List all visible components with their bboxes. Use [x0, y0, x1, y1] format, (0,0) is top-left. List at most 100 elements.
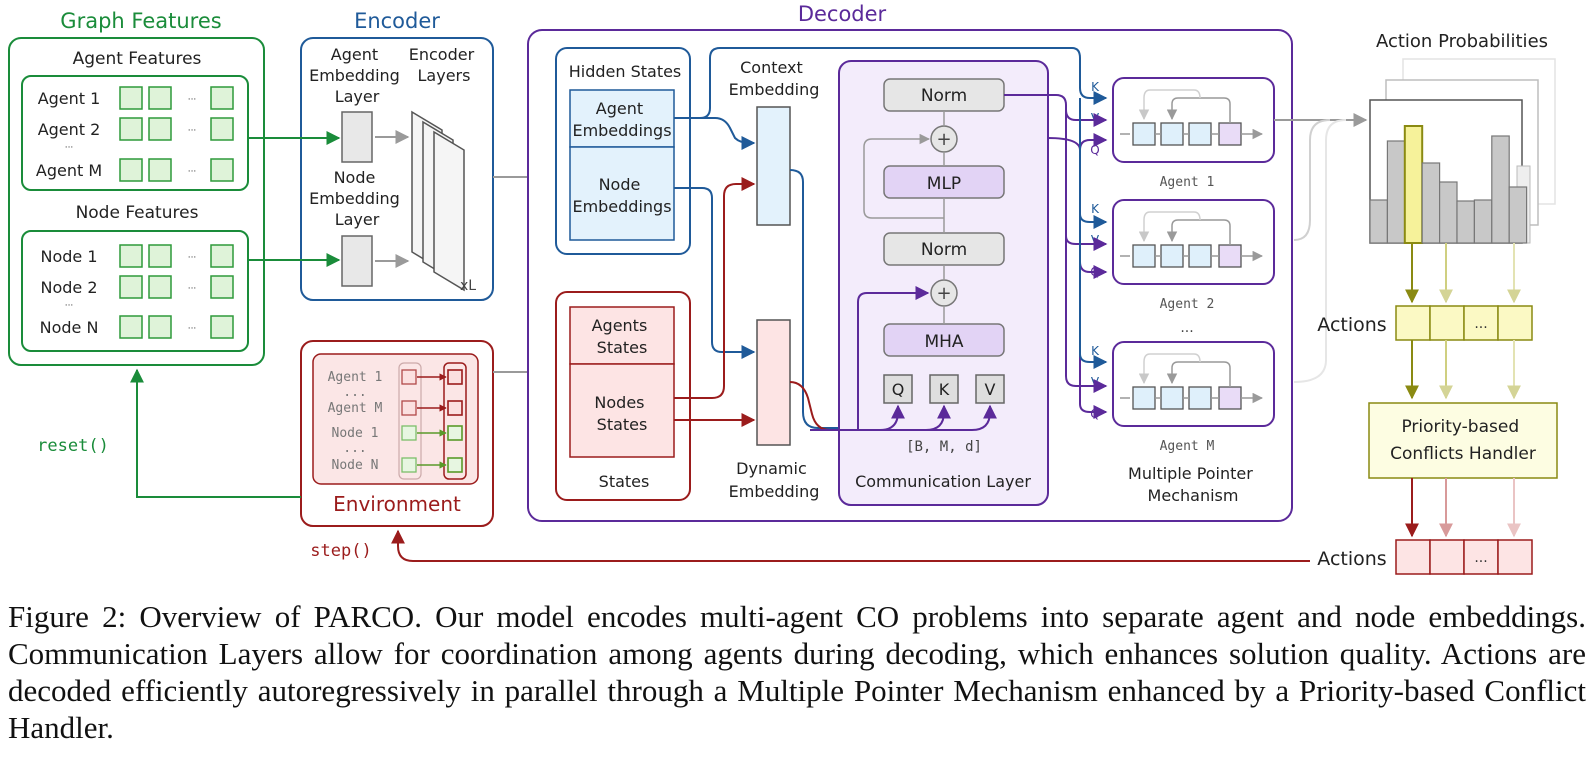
agent-embeddings-label: Agent Embeddings: [572, 99, 671, 140]
pointer-agent-label: Agent 2: [1160, 297, 1215, 312]
hidden-states-title: Hidden States: [569, 62, 682, 81]
node-embedding-layer-label: Node Embedding Layer: [309, 168, 405, 229]
svg-text:···: ···: [188, 167, 197, 177]
multiple-pointer-title: Multiple Pointer Mechanism: [1128, 464, 1258, 505]
states-title: States: [599, 472, 650, 491]
agents-states-label: Agents States: [592, 316, 653, 357]
environment-row-label: ...: [343, 385, 366, 400]
xl-label: xL: [460, 278, 476, 294]
pointer-input-label: K: [1091, 202, 1100, 216]
environment-title: Environment: [333, 492, 461, 516]
svg-text:Node 2: Node 2: [40, 278, 97, 297]
agent-feature-row: Agent 1 ···: [38, 86, 234, 110]
probability-bar: [1456, 200, 1475, 244]
agent-embedding-layer-box: [341, 111, 373, 163]
context-embedding-box: [756, 106, 791, 226]
svg-text:Q: Q: [892, 380, 905, 399]
encoder-layers-label: Encoder Layers: [409, 45, 480, 85]
svg-text:Node 1: Node 1: [40, 247, 97, 266]
node-feature-row: Node 1 ···: [40, 244, 234, 268]
agent-feature-row: Agent M ···: [36, 158, 234, 182]
probability-bar: [1473, 199, 1493, 244]
pointer-dots: ...: [1180, 320, 1193, 336]
svg-text:···: ···: [188, 284, 197, 294]
environment-cell: [447, 425, 463, 441]
agents-states-box: [569, 306, 675, 365]
node-features-title: Node Features: [76, 203, 199, 223]
mlp-label: MLP: [927, 174, 961, 194]
actions-bottom-label: Actions: [1317, 548, 1386, 570]
conflict-handler-box: [1368, 402, 1558, 479]
actions-top-row: ...: [1395, 305, 1533, 341]
environment-row-label: ...: [343, 441, 366, 456]
pointer-agent-label: Agent M: [1160, 439, 1215, 454]
norm-bottom-label: Norm: [921, 240, 967, 260]
svg-text:Node N: Node N: [40, 318, 99, 337]
agent-feature-row: Agent 2···: [38, 117, 234, 141]
environment-row-label: Agent M: [328, 401, 383, 416]
parco-architecture-diagram: Graph Features Agent Features Node Featu…: [8, 2, 1558, 575]
environment-cell: [401, 400, 417, 416]
node-vdots: ···: [65, 301, 74, 311]
environment-cell: [447, 457, 463, 473]
encoder-title: Encoder: [354, 9, 440, 33]
actions-top-label: Actions: [1317, 314, 1386, 336]
pointer-input-label: K: [1091, 80, 1100, 94]
pointer-input-label: Q: [1090, 143, 1099, 157]
step-label: step(): [310, 541, 371, 561]
svg-text:Agent 1: Agent 1: [38, 89, 101, 108]
svg-text:···: ···: [188, 95, 197, 105]
svg-text:···: ···: [188, 253, 197, 263]
encoder-layers-stack: [411, 110, 465, 292]
action-cell: [1497, 305, 1533, 341]
action-dots: ...: [1474, 550, 1487, 566]
node-feature-row: Node N ···: [40, 315, 234, 339]
node-embeddings-label: Node Embeddings: [572, 175, 671, 216]
pointer-input-label: K: [1091, 344, 1100, 358]
action-cell: [1429, 305, 1465, 341]
action-cell: [1497, 539, 1533, 575]
v-input-box: [975, 374, 1005, 404]
agent-embedding-layer-label: Agent Embedding Layer: [309, 45, 405, 106]
svg-text:Agent M: Agent M: [36, 161, 102, 180]
action-probabilities-title: Action Probabilities: [1376, 31, 1548, 52]
nodes-states-label: Nodes States: [594, 393, 649, 434]
conflict-handler-label: Priority-based Conflicts Handler: [1390, 417, 1536, 464]
svg-text:V: V: [985, 380, 996, 399]
svg-text:···: ···: [188, 324, 197, 334]
graph-features-title: Graph Features: [60, 9, 221, 33]
environment-cell: [401, 457, 417, 473]
actions-bottom-row: ...: [1395, 539, 1533, 575]
shape-label: [B, M, d]: [906, 439, 982, 455]
action-cell: [1395, 305, 1431, 341]
environment-cell: [447, 400, 463, 416]
encoder-panel: Encoder Agent Embedding Layer Encoder La…: [300, 9, 494, 301]
action-cell: [1395, 539, 1431, 575]
node-feature-row: Node 2 ···: [40, 275, 234, 299]
environment-state-box: [312, 353, 479, 485]
norm-top-label: Norm: [921, 86, 967, 106]
node-embeddings-box: [569, 146, 675, 241]
pointer-input-label: V: [1091, 111, 1100, 125]
probability-bar: [1369, 199, 1388, 244]
mha-label: MHA: [924, 332, 963, 352]
decoder-title: Decoder: [798, 2, 887, 26]
environment-row-label: Node N: [332, 458, 379, 473]
probability-bar: [1438, 181, 1458, 244]
output-panel: Action Probabilities Actions ... Priorit…: [1274, 31, 1558, 575]
action-dots: ...: [1474, 316, 1487, 332]
svg-text:+: +: [936, 129, 951, 150]
nodes-states-box: [569, 363, 675, 458]
action-cell: [1429, 539, 1465, 575]
graph-features-panel: Graph Features Agent Features Node Featu…: [8, 9, 265, 366]
probability-bar: [1421, 162, 1441, 244]
k-input-box: [929, 374, 959, 404]
dynamic-embedding-box: [756, 319, 791, 446]
selected-probability-bar: [1403, 125, 1424, 244]
reset-label: reset(): [37, 436, 109, 456]
environment-cell: [401, 369, 417, 385]
